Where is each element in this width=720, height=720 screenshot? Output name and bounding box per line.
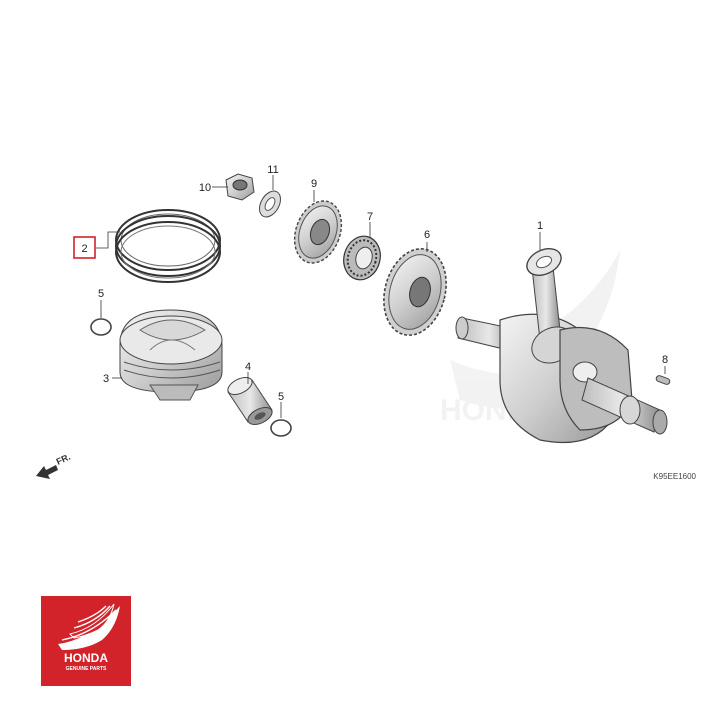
callout-11[interactable]: 11 bbox=[267, 164, 278, 176]
callout-3[interactable]: 3 bbox=[103, 373, 109, 385]
washer[interactable] bbox=[255, 187, 285, 220]
callout-5b[interactable]: 5 bbox=[278, 391, 284, 403]
leader-line-2 bbox=[96, 231, 120, 249]
woodruff-key[interactable] bbox=[655, 375, 671, 385]
drive-gear[interactable] bbox=[375, 242, 456, 343]
callout-10[interactable]: 10 bbox=[199, 182, 211, 194]
front-label: FR. bbox=[55, 452, 72, 467]
highlight-box-2 bbox=[73, 236, 96, 259]
callout-5a[interactable]: 5 bbox=[98, 288, 104, 300]
callout-4[interactable]: 4 bbox=[245, 361, 251, 373]
callout-9[interactable]: 9 bbox=[311, 178, 317, 190]
piston-pin-clip[interactable] bbox=[90, 318, 112, 336]
piston-pin-clip-2[interactable] bbox=[270, 419, 292, 437]
callout-7[interactable]: 7 bbox=[367, 211, 373, 223]
piston[interactable] bbox=[119, 309, 223, 401]
primary-drive-gear[interactable] bbox=[286, 194, 349, 269]
callout-8[interactable]: 8 bbox=[662, 354, 668, 366]
front-arrow-icon bbox=[36, 465, 58, 479]
nut[interactable] bbox=[225, 173, 255, 201]
callout-6[interactable]: 6 bbox=[424, 229, 430, 241]
diagram-code: K95EE1600 bbox=[653, 472, 696, 481]
needle-bearing[interactable] bbox=[339, 232, 385, 284]
piston-rings[interactable] bbox=[115, 209, 221, 283]
logo-tagline: GENUINE PARTS bbox=[66, 666, 107, 672]
honda-wing-icon bbox=[58, 603, 120, 650]
crankshaft[interactable] bbox=[455, 244, 668, 443]
logo-brand: HONDA bbox=[64, 651, 108, 665]
piston-pin[interactable] bbox=[225, 374, 275, 428]
callout-1[interactable]: 1 bbox=[537, 220, 543, 232]
callout-2[interactable]: 2 bbox=[81, 243, 87, 255]
honda-genuine-parts-logo: HONDA GENUINE PARTS bbox=[41, 596, 131, 686]
